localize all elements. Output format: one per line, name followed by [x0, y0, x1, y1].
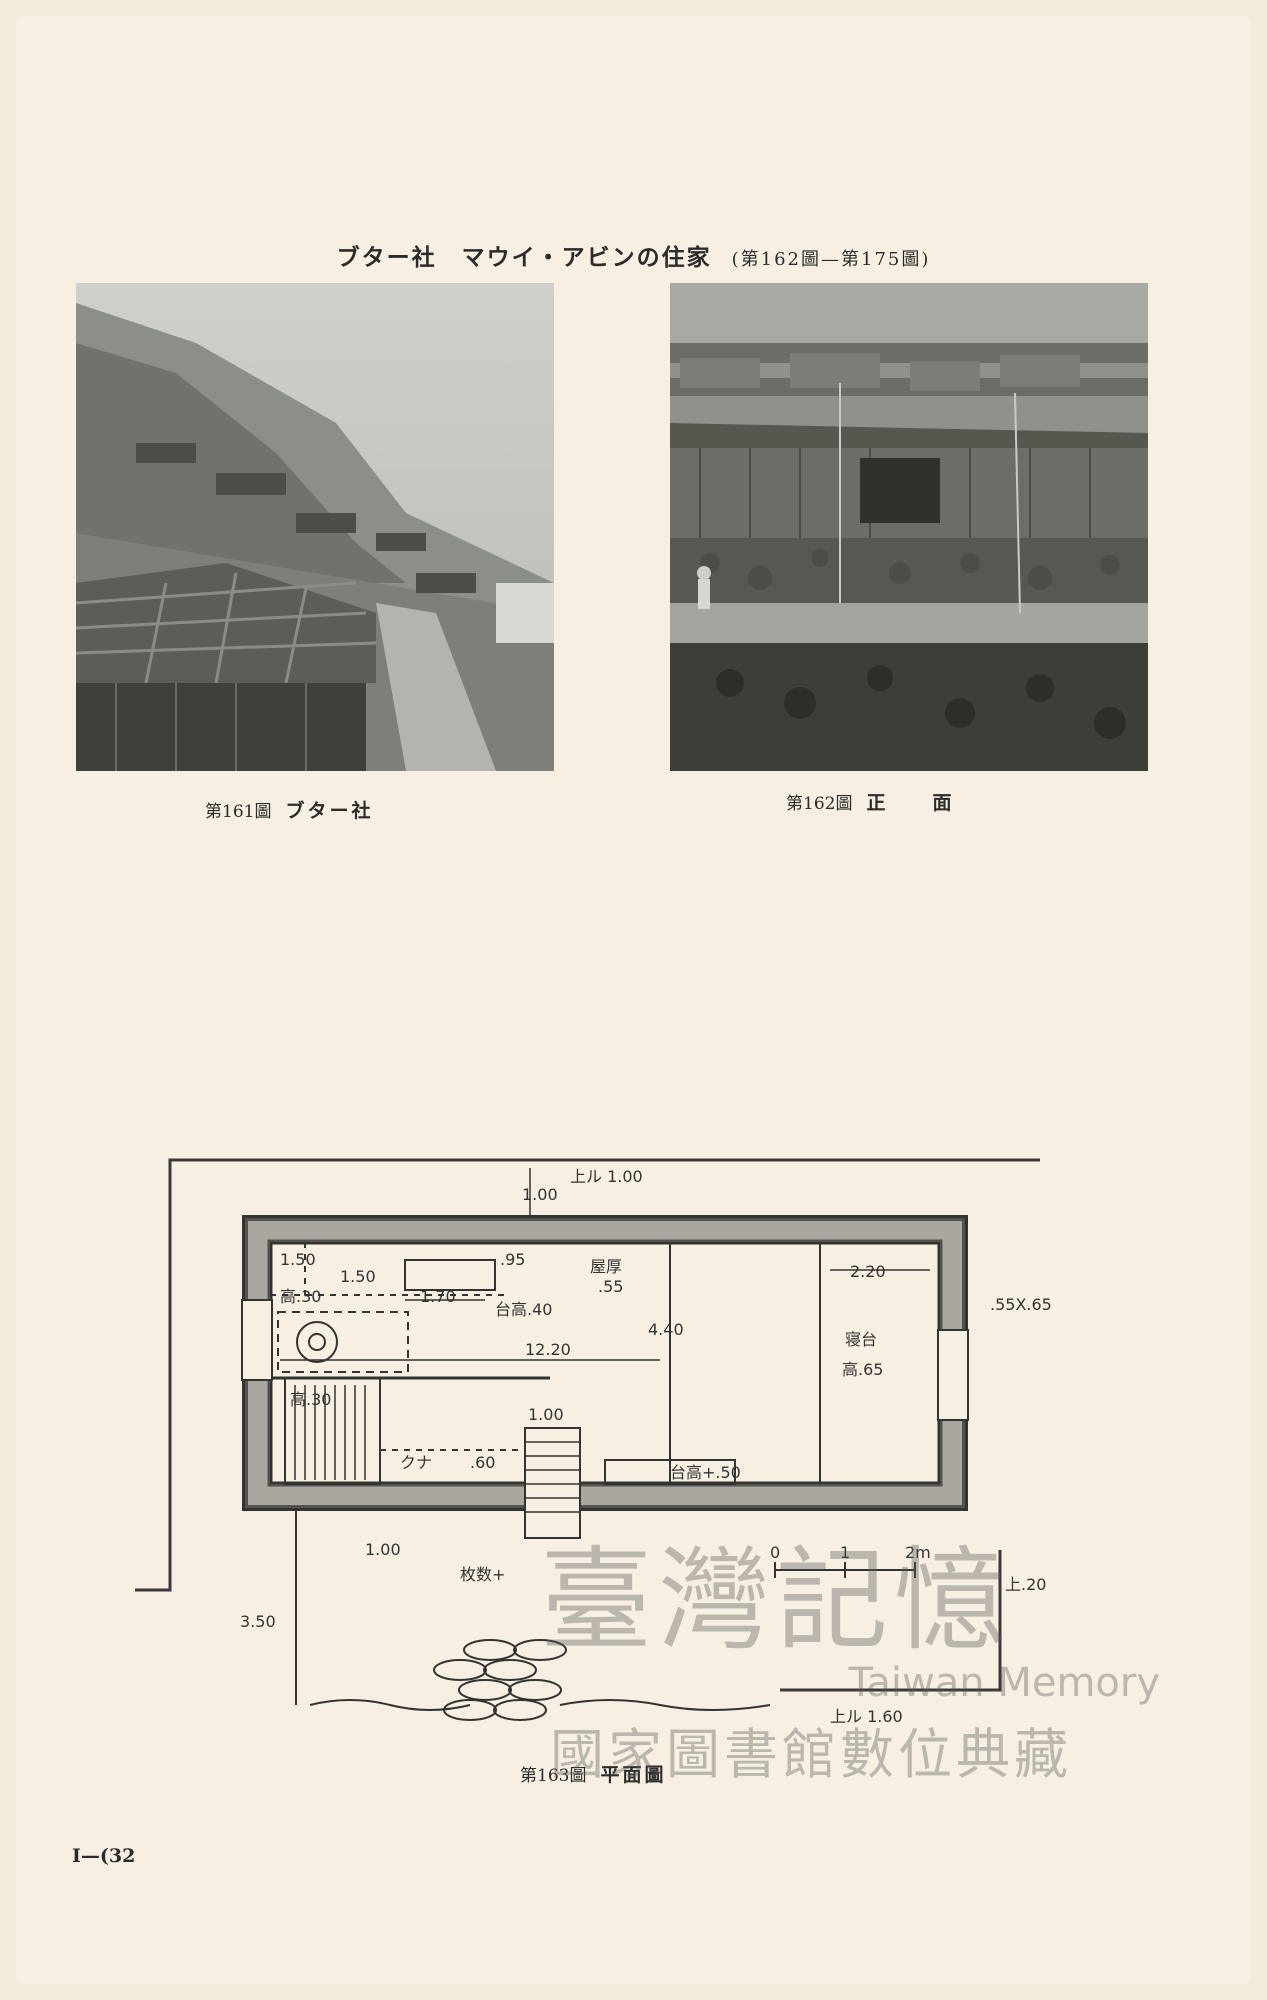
dim-w150b: 1.50	[340, 1267, 376, 1286]
floor-plan: 1.00 上ル 1.00 1.50 高.30 1.50 1.70 .95 台高.…	[130, 1130, 1070, 1730]
label-low: 高.30	[290, 1390, 331, 1409]
dim-ue20: 上.20	[1005, 1575, 1046, 1594]
label-kuna: クナ	[400, 1453, 432, 1472]
photo-front	[670, 283, 1148, 771]
dim-h95: .95	[500, 1250, 525, 1269]
label-roof: 屋厚	[590, 1257, 622, 1276]
caption-fig162: 第162圖正 面	[786, 788, 954, 815]
label-shelf2: 台高+.50	[670, 1463, 741, 1482]
dim-w150: 1.50	[280, 1250, 316, 1269]
caption-label: 平面圖	[600, 1764, 667, 1786]
caption-fig163: 第163圖平面圖	[520, 1760, 666, 1787]
dim-bottom-offset: 1.00	[365, 1540, 401, 1559]
dim-top-offset: 1.00	[522, 1185, 558, 1204]
scale-1: 1	[840, 1543, 850, 1562]
title-text: ブター社 マウイ・アビンの住家	[336, 244, 712, 271]
dim-w170: 1.70	[420, 1287, 456, 1306]
dim-total-length: 12.20	[525, 1340, 571, 1359]
caption-label: ブター社	[285, 800, 374, 822]
dim-w220: 2.20	[850, 1262, 886, 1281]
label-steps: 枚数+	[460, 1565, 505, 1584]
label-roof-value: .55	[598, 1277, 623, 1296]
dim-window: .55X.65	[990, 1295, 1052, 1314]
dim-door: 1.00	[528, 1405, 564, 1424]
dim-height-w: 高.30	[280, 1287, 321, 1306]
photo-village	[76, 283, 554, 771]
caption-number: 第162圖	[786, 794, 853, 814]
scale-2: 2m	[905, 1543, 931, 1562]
page-title: ブター社 マウイ・アビンの住家 (第162圖—第175圖)	[0, 238, 1267, 272]
dim-top-right: 上ル 1.00	[570, 1167, 643, 1186]
caption-label: 正 面	[866, 792, 955, 814]
caption-number: 第163圖	[520, 1766, 587, 1786]
dim-k60: .60	[470, 1453, 495, 1472]
scale-0: 0	[770, 1543, 780, 1562]
dim-yard: 3.50	[240, 1612, 276, 1631]
caption-fig161: 第161圖ブター社	[205, 796, 373, 823]
dim-ue160: 上ル 1.60	[830, 1707, 903, 1726]
caption-number: 第161圖	[205, 802, 272, 822]
dim-depth: 4.40	[648, 1320, 684, 1339]
page-number: I—(32	[72, 1845, 136, 1867]
label-bed-height: 高.65	[842, 1360, 883, 1379]
label-bed: 寝台	[845, 1330, 877, 1349]
figure-range: (第162圖—第175圖)	[731, 249, 931, 270]
label-shelf: 台高.40	[495, 1300, 552, 1319]
